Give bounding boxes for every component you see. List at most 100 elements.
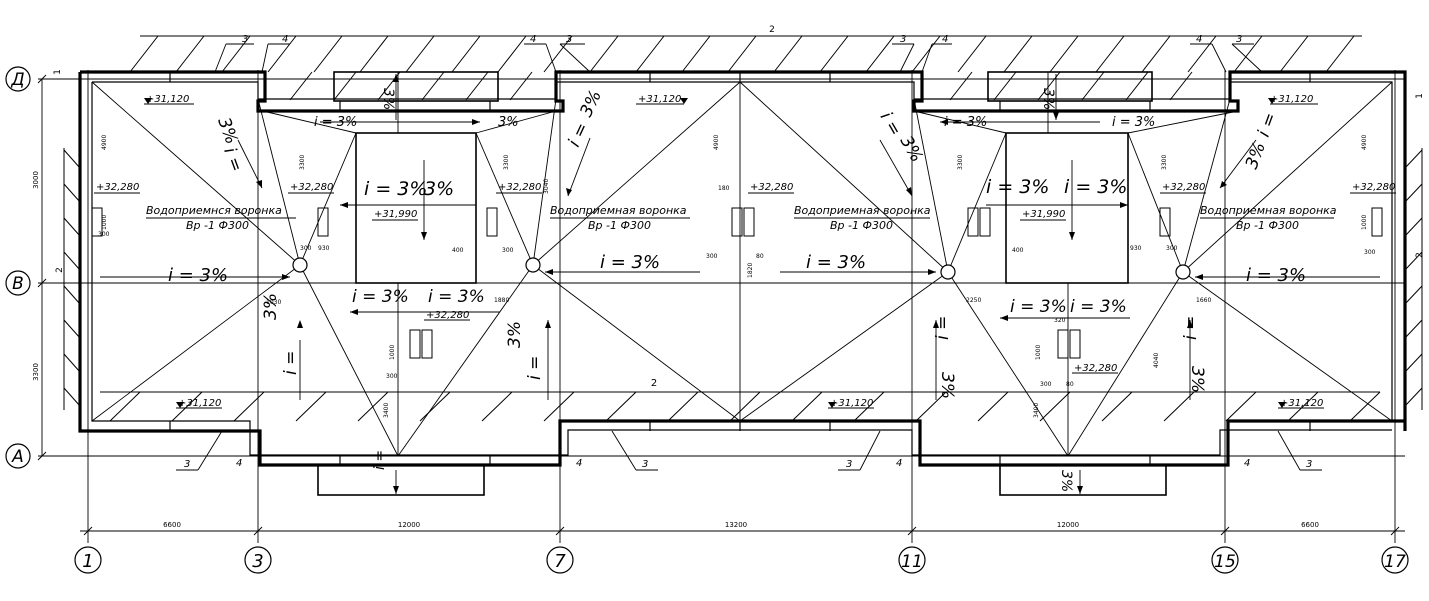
hatch-stroke — [63, 251, 81, 271]
funnel-label-2: Водоприемная воронка Вр -1 Ф300 — [550, 204, 690, 232]
slope-label-9: i = 3% — [352, 287, 409, 307]
right-marks: 1 2 2 2 — [651, 25, 1425, 389]
hatch-stroke — [1279, 35, 1309, 73]
slope-label-13: i = 3% — [314, 115, 357, 130]
dim-12000-left: 12000 — [398, 521, 420, 529]
mark-3-bot-3: 3 — [846, 459, 852, 470]
hatch-stroke — [63, 353, 81, 373]
hatch-stroke — [451, 35, 481, 73]
dim-300-b: 300 — [502, 247, 514, 254]
slope-label-7: i = 3% — [986, 176, 1049, 198]
slope-label-35: i = — [372, 450, 388, 470]
drainage-lines — [91, 72, 1393, 457]
svg-text:+31,120: +31,120 — [1270, 94, 1313, 105]
elev-31120-tm: +31,120 — [636, 94, 688, 105]
funnel-symbols — [292, 257, 1191, 280]
svg-text:+32,280: +32,280 — [96, 182, 139, 193]
dim-930-a: 930 — [318, 245, 330, 252]
mark-3-bot-1: 3 — [184, 459, 190, 470]
slope-label-24: i = — [1254, 110, 1281, 140]
svg-text:Водоприемнся воронка: Водоприемнся воронка — [146, 204, 282, 217]
elev-32280-5: +32,280 — [1160, 182, 1206, 194]
mark-1-left: 1 — [53, 69, 63, 75]
svg-text:+32,280: +32,280 — [426, 310, 469, 321]
funnel-labels: Водоприемнся воронка Вр -1 Ф300 Водоприе… — [146, 204, 1337, 232]
bottom-dimension-chain: 6600 12000 13200 12000 6600 — [80, 521, 1405, 536]
elev-32280-1: +32,280 — [94, 182, 140, 194]
hatch-stroke — [727, 35, 757, 73]
slope-label-32: 3% — [1187, 366, 1207, 393]
hatch-stroke — [1404, 251, 1423, 271]
mark-3-top-3: 3 — [900, 34, 906, 45]
hatch-stroke — [1081, 71, 1105, 101]
axis-bubble-17: 17 — [1381, 546, 1409, 574]
hatch-stroke — [1233, 35, 1263, 73]
slope-label-21: i = — [876, 109, 906, 140]
slope-label-3: i = 3% — [806, 252, 866, 273]
funnel-label-1: Водоприемнся воронка Вр -1 Ф300 — [146, 204, 296, 232]
mark-4-top-4: 4 — [1196, 34, 1202, 45]
hatch-stroke — [63, 387, 81, 407]
funnel-symbol-1 — [292, 257, 308, 273]
slope-label-28: 3% — [505, 321, 525, 348]
axis-bubble-A: А — [5, 443, 31, 469]
axis-bubbles: 1 3 7 11 15 17 Д В — [5, 66, 1409, 574]
dim-12000-right: 12000 — [1057, 521, 1079, 529]
hatch-stroke — [993, 71, 1017, 101]
slope-labels: i = 3% i = 3% i = 3% i = 3% i = 3% 3% i … — [168, 87, 1306, 492]
svg-text:17: 17 — [1384, 552, 1406, 572]
dim-300-c: 300 — [706, 253, 718, 260]
dim-1820: 1820 — [747, 263, 754, 278]
elev-31120-bm: +31,120 — [828, 398, 874, 409]
hatch-stroke — [1404, 183, 1423, 203]
hatch-stroke — [605, 391, 637, 422]
mark-4-top-1: 4 — [282, 34, 288, 45]
hatch-stroke — [1039, 391, 1071, 422]
mark-3-top-2: 3 — [566, 34, 572, 45]
elev-32280-2: +32,280 — [288, 182, 334, 194]
slope-label-26: i = — [281, 351, 301, 375]
hatch-stroke — [681, 35, 711, 73]
dim-1000-r: 1000 — [1361, 215, 1368, 230]
hatch-stroke — [171, 391, 203, 422]
dim-3300-c: 3300 — [957, 155, 964, 170]
dim-1000-l: 1000 — [101, 215, 108, 230]
axis-bubble-1: 1 — [74, 546, 102, 574]
dim-930-b: 930 — [1130, 245, 1142, 252]
slope-label-33: 3% — [380, 88, 396, 110]
svg-text:+31,120: +31,120 — [146, 94, 189, 105]
funnel-symbol-3 — [940, 264, 956, 280]
dim-3300-d: 3300 — [1161, 155, 1168, 170]
slope-arrows — [100, 74, 1380, 494]
dim-320: 320 — [1054, 317, 1066, 324]
slope-label-1: i = 3% — [168, 265, 228, 286]
dim-4900-l: 4900 — [101, 135, 108, 150]
hatch-stroke — [667, 391, 699, 422]
slope-label-20: 3% — [576, 87, 606, 120]
svg-text:+31,120: +31,120 — [830, 398, 873, 409]
elev-32280-8: +32,280 — [1072, 363, 1118, 374]
dim-3400-a: 3400 — [383, 403, 390, 418]
leader-marks: 3 4 4 3 3 4 4 3 3 4 4 3 3 4 4 3 — [176, 34, 1322, 471]
hatch-stroke — [465, 71, 489, 101]
hatch-stroke — [1404, 149, 1423, 169]
slope-label-8: i = 3% — [1064, 176, 1127, 198]
dim-300-a: 300 — [300, 245, 312, 252]
axis-bubble-V: В — [5, 270, 31, 296]
svg-text:+31,120: +31,120 — [1280, 398, 1323, 409]
dim-3040: 3040 — [543, 179, 550, 194]
mark-3-top-4: 3 — [1236, 34, 1242, 45]
elev-31120-bl: +31,120 — [176, 398, 222, 409]
slope-label-34: 3% — [1040, 88, 1056, 110]
hatch-stroke — [63, 285, 81, 305]
slope-label-15: i = 3% — [944, 115, 987, 130]
hatch-stroke — [773, 35, 803, 73]
hatch-stroke — [729, 391, 761, 422]
dim-6600-left: 6600 — [163, 521, 181, 529]
axis-lines — [38, 70, 1405, 543]
dim-3000: 3000 — [32, 171, 40, 189]
axis-bubble-D: Д — [5, 66, 31, 92]
mark-4-top-3: 4 — [942, 34, 948, 45]
svg-text:+31,120: +31,120 — [178, 398, 221, 409]
slope-label-23: 3% — [1242, 140, 1270, 172]
